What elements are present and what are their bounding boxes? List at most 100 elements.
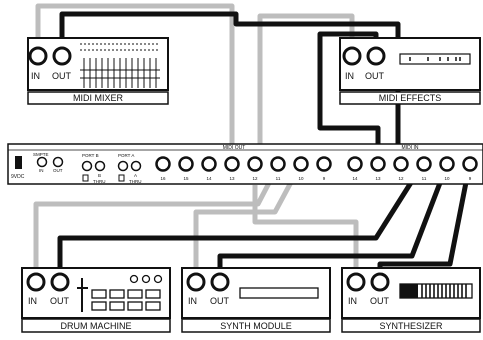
midi-out-jack-10 <box>293 156 309 172</box>
midi-in-jack-12 <box>393 156 409 172</box>
synthesizer-in-label: IN <box>348 296 357 306</box>
cable-to-effects-in <box>257 13 355 160</box>
effects-display <box>399 53 471 65</box>
midi-in-label: MIDI IN <box>402 145 419 151</box>
port-b-switch <box>82 174 89 182</box>
synth-module: IN OUT SYNTH MODULE <box>181 267 331 333</box>
midi-out-jack-15 <box>178 156 194 172</box>
mixer-fader-panel <box>80 43 160 88</box>
synthesizer-out-label: OUT <box>370 296 390 306</box>
out-number: 9 <box>323 176 326 181</box>
port-b-label: PORT B <box>82 153 99 158</box>
midi-in-jack-10 <box>439 156 455 172</box>
out-number: 10 <box>298 176 304 181</box>
port-b-sub: B <box>98 173 101 178</box>
drum-in-label: IN <box>28 296 37 306</box>
out-number: 15 <box>183 176 189 181</box>
drum-out-label: OUT <box>50 296 70 306</box>
midi-out-jack-14 <box>201 156 217 172</box>
midi-interface: 9VDC SMPTE IN OUT PORT B B THRU PORT A A… <box>7 143 483 185</box>
port-a-jack-1 <box>117 160 129 172</box>
effects-label-box <box>339 91 481 105</box>
cable-from-effects-out <box>317 31 381 160</box>
midi-in-jack-14 <box>347 156 363 172</box>
out-number: 12 <box>252 176 258 181</box>
smpte-label: SMPTE <box>33 152 49 157</box>
cable-to-synth-module-in <box>193 158 306 276</box>
power-switch <box>15 156 22 169</box>
port-a-thru: THRU <box>129 179 142 184</box>
effects-label: MIDI EFFECTS <box>379 93 442 103</box>
synthesizer: IN OUT SYNTHESIZER <box>341 267 481 333</box>
synth-module-out-jack <box>210 272 230 292</box>
midi-out-jack-11 <box>270 156 286 172</box>
midi-out-label: MIDI OUT <box>223 145 246 151</box>
out-number: 14 <box>206 176 212 181</box>
cable-to-synthesizer-in <box>252 185 359 276</box>
out-number: 13 <box>229 176 235 181</box>
smpte-in-jack <box>36 156 48 168</box>
mixer-body <box>27 37 169 91</box>
cable-from-drum-out <box>57 160 427 276</box>
port-a-sub: A <box>134 173 137 178</box>
synthesizer-out-jack <box>370 272 390 292</box>
drum-in-jack <box>26 272 46 292</box>
midi-effects: IN OUT MIDI EFFECTS <box>339 37 481 105</box>
power-label: 9VDC <box>11 174 25 180</box>
port-b-thru: THRU <box>93 179 106 184</box>
midi-out-jack-9 <box>316 156 332 172</box>
mixer-label-box <box>27 91 169 105</box>
synth-module-in-jack <box>186 272 206 292</box>
midi-out-numbers: 16 15 14 13 12 11 10 9 <box>160 176 325 181</box>
port-b-jack-1 <box>81 160 93 172</box>
cable-to-mixer-in <box>35 3 235 160</box>
mixer-out-jack <box>52 46 72 66</box>
out-number: 11 <box>276 176 281 181</box>
port-b-jack-2 <box>94 160 106 172</box>
in-number: 13 <box>375 176 381 181</box>
in-number: 14 <box>352 176 358 181</box>
midi-mixer: IN OUT MIDI MIXER <box>27 37 169 105</box>
midi-in-jack-13 <box>370 156 386 172</box>
in-number: 10 <box>444 176 450 181</box>
drum-label-box <box>21 318 171 333</box>
drum-pads <box>91 274 163 311</box>
mixer-in-jack <box>28 46 48 66</box>
midi-in-jacks <box>347 156 478 172</box>
drum-machine: IN OUT DRUM MACHINE <box>21 267 171 333</box>
synthesizer-label-box <box>341 318 481 333</box>
drum-label: DRUM MACHINE <box>61 321 132 331</box>
cable-from-synth-module-out <box>217 161 451 276</box>
midi-in-numbers: 14 13 12 11 10 9 <box>352 176 471 181</box>
effects-out-jack <box>366 46 386 66</box>
effects-in-label: IN <box>345 71 354 81</box>
port-a-label: PORT A <box>118 153 134 158</box>
mixer-in-label: IN <box>31 71 40 81</box>
smpte-out-jack <box>52 156 64 168</box>
synth-module-in-label: IN <box>188 296 197 306</box>
midi-in-jack-11 <box>416 156 432 172</box>
synthesizer-label: SYNTHESIZER <box>379 321 443 331</box>
synthesizer-in-jack <box>346 272 366 292</box>
port-a-jack-2 <box>130 160 142 172</box>
drum-out-jack <box>50 272 70 292</box>
in-number: 12 <box>398 176 404 181</box>
midi-out-jack-16 <box>155 156 171 172</box>
effects-out-label: OUT <box>365 71 385 81</box>
mixer-out-label: OUT <box>52 71 72 81</box>
in-number: 11 <box>422 176 427 181</box>
smpte-in-label: IN <box>39 168 44 173</box>
effects-in-jack <box>342 46 362 66</box>
midi-in-jack-9 <box>462 156 478 172</box>
synth-module-out-label: OUT <box>210 296 230 306</box>
out-number: 16 <box>160 176 166 181</box>
drum-slider <box>77 278 88 312</box>
synth-module-display <box>239 287 319 299</box>
midi-out-jacks <box>155 156 332 172</box>
midi-out-jack-13 <box>224 156 240 172</box>
effects-display-ticks <box>409 57 461 61</box>
mixer-label: MIDI MIXER <box>73 93 124 103</box>
in-number: 9 <box>469 176 472 181</box>
synthesizer-keyboard <box>399 283 473 299</box>
